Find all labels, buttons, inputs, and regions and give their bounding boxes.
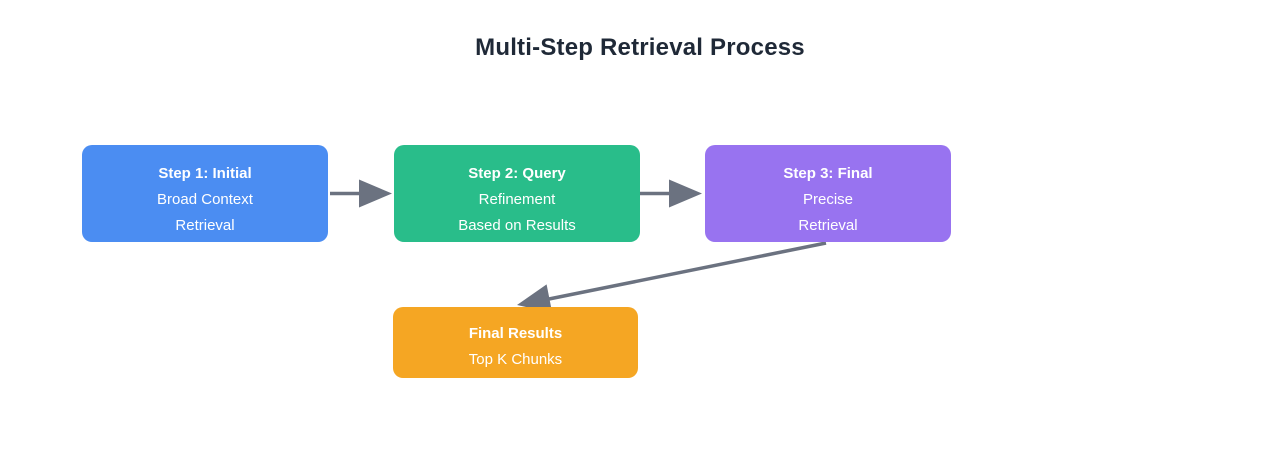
- node-step1: Step 1: Initial Broad Context Retrieval: [82, 145, 328, 242]
- node-final-results: Final Results Top K Chunks: [393, 307, 638, 378]
- node-final-results-line1: Top K Chunks: [468, 351, 563, 368]
- node-final-results-title: Final Results: [468, 325, 563, 342]
- node-step3: Step 3: Final Precise Retrieval: [705, 145, 951, 242]
- node-step2-title: Step 2: Query: [468, 165, 566, 182]
- arrowhead-right-icon: [669, 179, 702, 208]
- arrow-shaft: [548, 241, 827, 301]
- node-step1-title: Step 1: Initial: [158, 165, 252, 182]
- node-step1-line1: Broad Context: [157, 191, 253, 208]
- node-step3-line2: Retrieval: [798, 217, 858, 234]
- node-step1-line2: Retrieval: [175, 217, 235, 234]
- arrow-step2-to-step3: [640, 179, 702, 208]
- arrowhead-right-icon: [359, 179, 392, 208]
- node-step2-line1: Refinement: [478, 191, 556, 208]
- node-step3-title: Step 3: Final: [783, 165, 873, 182]
- diagram-title: Multi-Step Retrieval Process: [475, 34, 805, 61]
- node-step2-line2: Based on Results: [458, 217, 576, 234]
- arrow-step3-to-final: [517, 241, 827, 313]
- node-step3-line1: Precise: [802, 191, 854, 208]
- arrow-step1-to-step2: [330, 179, 392, 208]
- node-step2: Step 2: Query Refinement Based on Result…: [394, 145, 640, 242]
